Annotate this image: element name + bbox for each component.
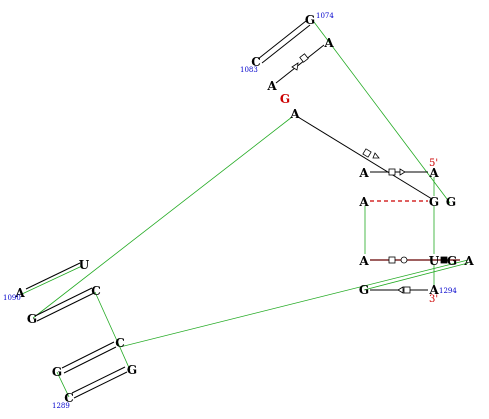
- nucleotide-gm4: G: [359, 283, 369, 297]
- nucleotide-ar3: U: [429, 254, 440, 268]
- canonical-pair-line: [61, 341, 115, 369]
- triangle-symbol: [399, 168, 406, 176]
- backbone-line: [94, 291, 119, 344]
- nucleotide-g4: G: [127, 363, 137, 377]
- canonical-pair-line: [25, 262, 81, 290]
- nucleotide-c1289: C: [64, 391, 74, 405]
- nucleotide-g1074: G: [305, 13, 315, 27]
- nucleotide-a1294: A: [428, 283, 439, 297]
- nucleotide-a1084: A: [266, 79, 277, 93]
- triangle-symbol: [372, 152, 380, 159]
- nucleotide-a1090: A: [14, 286, 25, 300]
- backbone-line: [119, 259, 469, 348]
- nucleotide-g3: G: [52, 365, 62, 379]
- strand-end-labels: 5' 3': [429, 158, 438, 305]
- nucleotide-g1085: G: [280, 92, 290, 106]
- circle-symbol: [400, 256, 408, 264]
- square-symbol: [403, 286, 411, 294]
- nucleotide-c3: C: [115, 336, 125, 350]
- backbone-lines: [21, 21, 469, 398]
- nucleotide-ar1b: G: [446, 195, 456, 209]
- filled-square-symbol: [440, 256, 448, 264]
- backbone-line: [32, 116, 293, 319]
- canonical-pair-line: [63, 346, 117, 374]
- square-symbol: [362, 148, 372, 158]
- nucleotide-letters: G A C A G A A A G G A A U G A G A U A C …: [14, 13, 474, 405]
- canonical-pair-line: [261, 24, 311, 64]
- three-prime-label: 3': [429, 294, 438, 305]
- nucleotide-ar1: G: [429, 195, 439, 209]
- index-1090: 1090: [3, 294, 21, 302]
- nucleotide-c1083: C: [251, 55, 261, 69]
- nucleotide-a1086: A: [289, 107, 300, 121]
- backbone-line: [21, 265, 83, 295]
- nucleotide-c2: C: [91, 284, 101, 298]
- five-prime-label: 5': [429, 158, 438, 169]
- nucleotide-ar3b: G: [447, 254, 457, 268]
- canonical-pair-line: [257, 20, 307, 60]
- nucleotide-ar3c: A: [463, 254, 474, 268]
- index-1083: 1083: [240, 66, 258, 74]
- nucleotide-a5p: A: [428, 166, 439, 180]
- backbone-line: [117, 342, 131, 371]
- square-symbol: [299, 53, 309, 63]
- noncanonical-pair-line: [275, 44, 325, 84]
- square-symbol: [388, 168, 396, 176]
- triangle-symbol: [397, 286, 404, 294]
- index-1294: 1294: [439, 287, 457, 295]
- canonical-pair-line: [34, 287, 93, 317]
- nucleotide-am3: A: [358, 254, 369, 268]
- nucleotide-a1075: A: [323, 36, 334, 50]
- base-pair-lines: [25, 20, 433, 399]
- nucleotide-am2: A: [358, 195, 369, 209]
- noncanonical-pair-line: [297, 116, 433, 200]
- canonical-pair-line: [36, 292, 95, 322]
- nucleotide-u1: U: [79, 258, 90, 272]
- index-labels: 1074 1083 1090 1289 1294: [3, 12, 457, 410]
- nucleotide-am1: A: [358, 166, 369, 180]
- square-symbol: [388, 256, 396, 264]
- backbone-line: [56, 371, 70, 398]
- backbone-line: [313, 21, 451, 204]
- canonical-pair-line: [71, 366, 126, 394]
- backbone-line: [363, 262, 469, 291]
- canonical-pair-line: [73, 371, 128, 399]
- pair-symbols: [291, 53, 448, 294]
- index-1074: 1074: [316, 12, 334, 20]
- triangle-symbol: [291, 62, 299, 71]
- index-1289: 1289: [52, 402, 70, 410]
- nucleotide-g2: G: [27, 312, 37, 326]
